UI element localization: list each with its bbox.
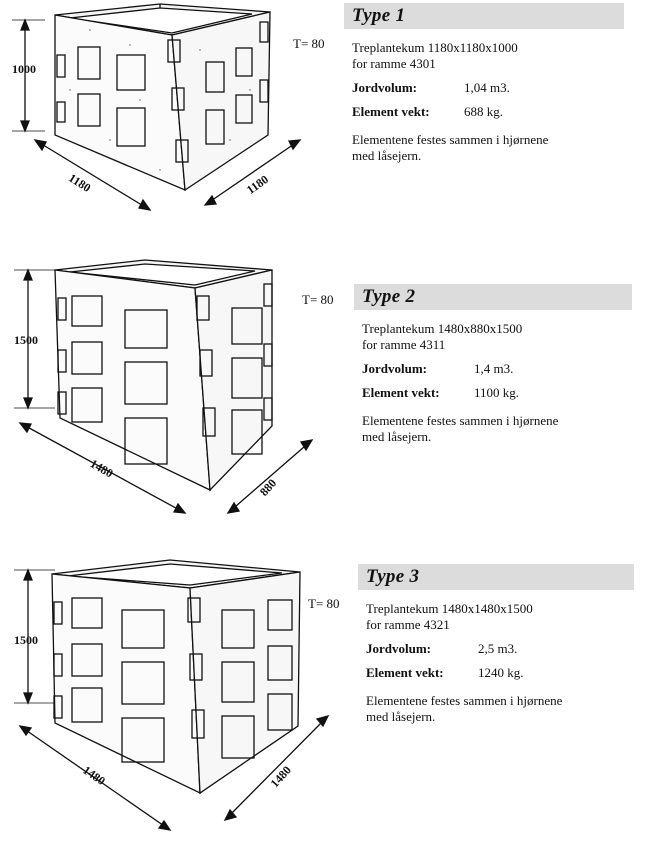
planter-drawing-type-2: 1500 1480 880 <box>14 259 314 514</box>
assembly-note: Elementene festes sammen i hjørnene med … <box>354 413 632 445</box>
vekt-label: Element vekt: <box>362 385 440 400</box>
width-dimension: 1480 <box>268 763 294 790</box>
description: Treplantekum 1180x1180x1000 for ramme 43… <box>344 40 624 72</box>
vekt-value: 1240 kg. <box>478 665 524 680</box>
note-line-2: med låsejern. <box>362 429 432 444</box>
description-line-2: for ramme 4301 <box>352 56 436 71</box>
note-line-1: Elementene festes sammen i hjørnene <box>352 132 549 147</box>
type-title: Type 1 <box>352 5 406 26</box>
jordvolum-row: Jordvolum: 1,04 m3. <box>344 80 624 96</box>
vekt-row: Element vekt: 688 kg. <box>344 104 624 120</box>
thickness-label: T= 80 <box>293 36 325 51</box>
height-dimension: 1500 <box>14 333 38 347</box>
height-dimension: 1000 <box>12 62 36 76</box>
width-dimension: 880 <box>257 476 279 499</box>
spec-panel: Type 3 Treplantekum 1480x1480x1500 for r… <box>358 564 634 725</box>
description-line-1: Treplantekum 1180x1180x1000 <box>352 40 518 55</box>
description: Treplantekum 1480x880x1500 for ramme 431… <box>354 321 632 353</box>
vekt-value: 688 kg. <box>464 104 503 119</box>
type-title: Type 3 <box>366 566 420 587</box>
jordvolum-row: Jordvolum: 1,4 m3. <box>354 361 632 377</box>
vekt-label: Element vekt: <box>366 665 444 680</box>
title-bar: Type 2 <box>354 284 632 310</box>
thickness-label: T= 80 <box>302 292 334 307</box>
vekt-row: Element vekt: 1100 kg. <box>354 385 632 401</box>
title-bar: Type 3 <box>358 564 634 590</box>
jordvolum-value: 1,04 m3. <box>464 80 510 95</box>
length-dimension: 1480 <box>88 456 116 480</box>
note-line-1: Elementene festes sammen i hjørnene <box>366 693 563 708</box>
description-line-2: for ramme 4311 <box>362 337 446 352</box>
jordvolum-value: 2,5 m3. <box>478 641 518 656</box>
jordvolum-label: Jordvolum: <box>352 80 417 95</box>
spec-panel: Type 1 Treplantekum 1180x1180x1000 for r… <box>344 3 624 164</box>
jordvolum-row: Jordvolum: 2,5 m3. <box>358 641 634 657</box>
title-bar: Type 1 <box>344 3 624 29</box>
assembly-note: Elementene festes sammen i hjørnene med … <box>358 693 634 725</box>
note-line-1: Elementene festes sammen i hjørnene <box>362 413 559 428</box>
description-line-2: for ramme 4321 <box>366 617 450 632</box>
height-dimension: 1500 <box>14 633 38 647</box>
vekt-value: 1100 kg. <box>474 385 520 400</box>
description-line-1: Treplantekum 1480x1480x1500 <box>366 601 533 616</box>
vekt-row: Element vekt: 1240 kg. <box>358 665 634 681</box>
description-line-1: Treplantekum 1480x880x1500 <box>362 321 523 336</box>
thickness-label: T= 80 <box>308 596 340 611</box>
description: Treplantekum 1480x1480x1500 for ramme 43… <box>358 601 634 633</box>
jordvolum-label: Jordvolum: <box>366 641 431 656</box>
note-line-2: med låsejern. <box>366 709 436 724</box>
type-2-section: 1500 1480 880 T= 80 Type 2 Treplantekum … <box>0 258 656 548</box>
jordvolum-label: Jordvolum: <box>362 361 427 376</box>
type-1-section: 1000 1180 1180 T= 80 Type 1 Treplantekum… <box>0 0 656 240</box>
planter-drawing-type-3: 1500 1480 1480 <box>14 559 330 831</box>
length-dimension: 1180 <box>66 171 93 195</box>
type-title: Type 2 <box>362 286 416 307</box>
assembly-note: Elementene festes sammen i hjørnene med … <box>344 132 624 164</box>
vekt-label: Element vekt: <box>352 104 430 119</box>
note-line-2: med låsejern. <box>352 148 422 163</box>
type-3-section: 1500 1480 1480 T= 80 Type 3 Treplantekum… <box>0 558 656 848</box>
jordvolum-value: 1,4 m3. <box>474 361 514 376</box>
planter-drawing-type-1: 1000 1180 1180 <box>12 3 302 211</box>
spec-panel: Type 2 Treplantekum 1480x880x1500 for ra… <box>354 284 632 445</box>
